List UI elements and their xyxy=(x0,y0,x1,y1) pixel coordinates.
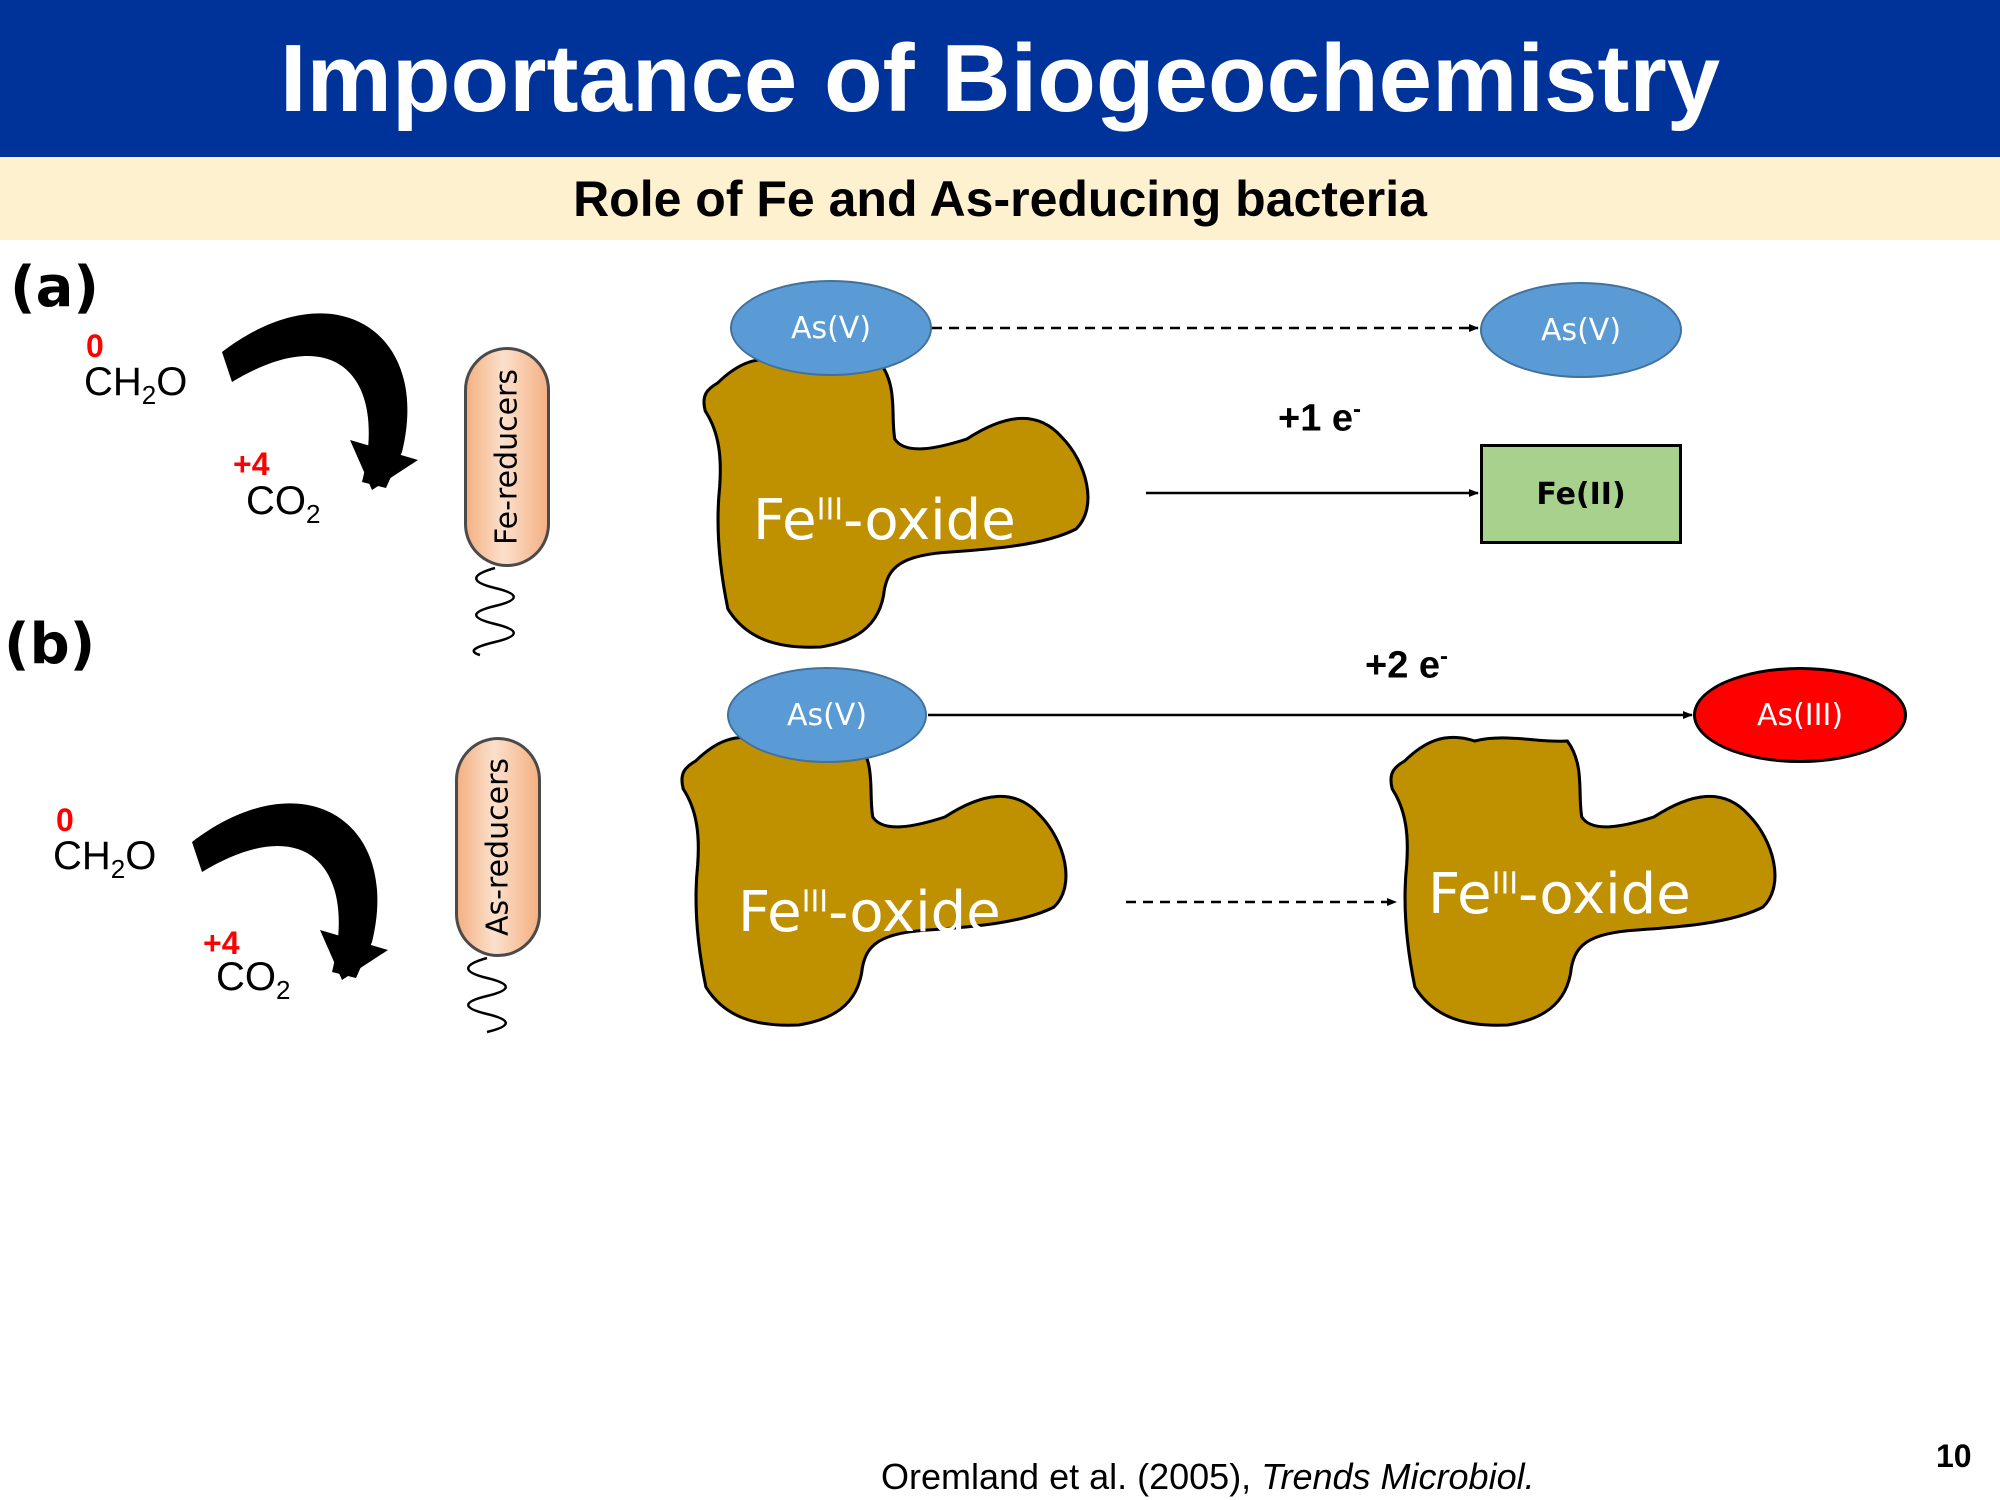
fe-oxide-base-a: Fe xyxy=(753,488,817,553)
ch2o-ox-state-a: 0 xyxy=(86,328,104,364)
electron-sup-a: - xyxy=(1353,396,1362,423)
citation-authors: Oremland et al. (2005), xyxy=(881,1456,1262,1497)
panel-label-a: (a) xyxy=(10,255,99,320)
fe-oxide-label-b-right: FeIII-oxide xyxy=(1428,862,1691,927)
citation: Oremland et al. (2005), Trends Microbiol… xyxy=(881,1456,1535,1498)
ch2o-base-b: CH xyxy=(53,834,111,878)
arsenate-label-a-right: As(V) xyxy=(1540,312,1622,348)
fe-oxide-tail-b-left: -oxide xyxy=(828,880,1001,945)
slide-title-text: Importance of Biogeochemistry xyxy=(279,24,1721,132)
fe-oxide-label-b-left: FeIII-oxide xyxy=(738,880,1001,945)
panel-label-b: (b) xyxy=(4,612,96,677)
slide-subtitle-text: Role of Fe and As-reducing bacteria xyxy=(573,170,1427,227)
fe-oxide-label-a: FeIII-oxide xyxy=(753,488,1016,553)
fe-oxide-tail-a: -oxide xyxy=(843,488,1016,553)
electron-transfer-a: +1 e- xyxy=(1278,396,1361,441)
fe-oxide-base-b-left: Fe xyxy=(738,880,802,945)
arsenate-label-b: As(V) xyxy=(786,697,868,733)
arsenate-label-a-left: As(V) xyxy=(790,310,872,346)
slide-title: Importance of Biogeochemistry xyxy=(0,0,2000,157)
co2-base-b: CO xyxy=(216,955,276,999)
fe-oxide-tail-b-right: -oxide xyxy=(1518,862,1691,927)
arsenate-ellipse-a-right: As(V) xyxy=(1480,282,1682,378)
co2-sub-b: 2 xyxy=(276,975,291,1005)
flagellum-b xyxy=(467,956,507,1034)
fe-oxide-sup-a: III xyxy=(816,492,844,528)
arsenite-ellipse-b: As(III) xyxy=(1693,667,1907,763)
arsenate-ellipse-a-left: As(V) xyxy=(730,280,932,376)
as-reducer-bacterium: As-reducers xyxy=(455,737,541,957)
fe-oxide-sup-b-right: III xyxy=(1491,866,1519,902)
fe-oxide-base-b-right: Fe xyxy=(1428,862,1492,927)
page-number: 10 xyxy=(1936,1438,1972,1474)
ch2o-formula-b: CH2O xyxy=(53,836,156,882)
slide-subtitle: Role of Fe and As-reducing bacteria xyxy=(0,157,2000,240)
ch2o-sub-b: 2 xyxy=(110,854,126,884)
fe-ii-product-box: Fe(II) xyxy=(1480,444,1682,544)
electron-sup-b: - xyxy=(1440,643,1449,670)
ch2o-formula-a: CH2O xyxy=(84,362,187,408)
citation-journal: Trends Microbiol. xyxy=(1261,1456,1535,1497)
arsenate-ellipse-b: As(V) xyxy=(727,667,927,763)
ch2o-sub-a: 2 xyxy=(141,380,157,410)
electron-transfer-b: +2 e- xyxy=(1365,643,1448,688)
arsenite-label-b: As(III) xyxy=(1756,697,1844,733)
ch2o-ox-state-b: 0 xyxy=(56,802,74,838)
oxidation-arrow-a xyxy=(222,313,418,490)
ch2o-tail-b: O xyxy=(125,834,157,878)
co2-ox-state-a: +4 xyxy=(233,446,270,482)
co2-ox-state-b: +4 xyxy=(203,925,240,961)
electron-base-b: +2 e xyxy=(1365,644,1441,687)
ch2o-base-a: CH xyxy=(84,360,142,404)
ch2o-tail-a: O xyxy=(156,360,188,404)
oxidation-arrow-b xyxy=(192,803,388,980)
electron-base-a: +1 e xyxy=(1278,397,1354,440)
fe-reducer-bacterium: Fe-reducers xyxy=(464,347,550,567)
co2-sub-a: 2 xyxy=(306,499,321,529)
flagellum-a xyxy=(472,566,515,657)
fe-reducer-label: Fe-reducers xyxy=(489,368,525,546)
co2-base-a: CO xyxy=(246,479,306,523)
co2-formula-a: CO2 xyxy=(246,481,320,527)
fe-ii-label: Fe(II) xyxy=(1536,476,1626,512)
as-reducer-label: As-reducers xyxy=(480,757,516,937)
fe-oxide-sup-b-left: III xyxy=(801,884,829,920)
co2-formula-b: CO2 xyxy=(216,957,290,1003)
